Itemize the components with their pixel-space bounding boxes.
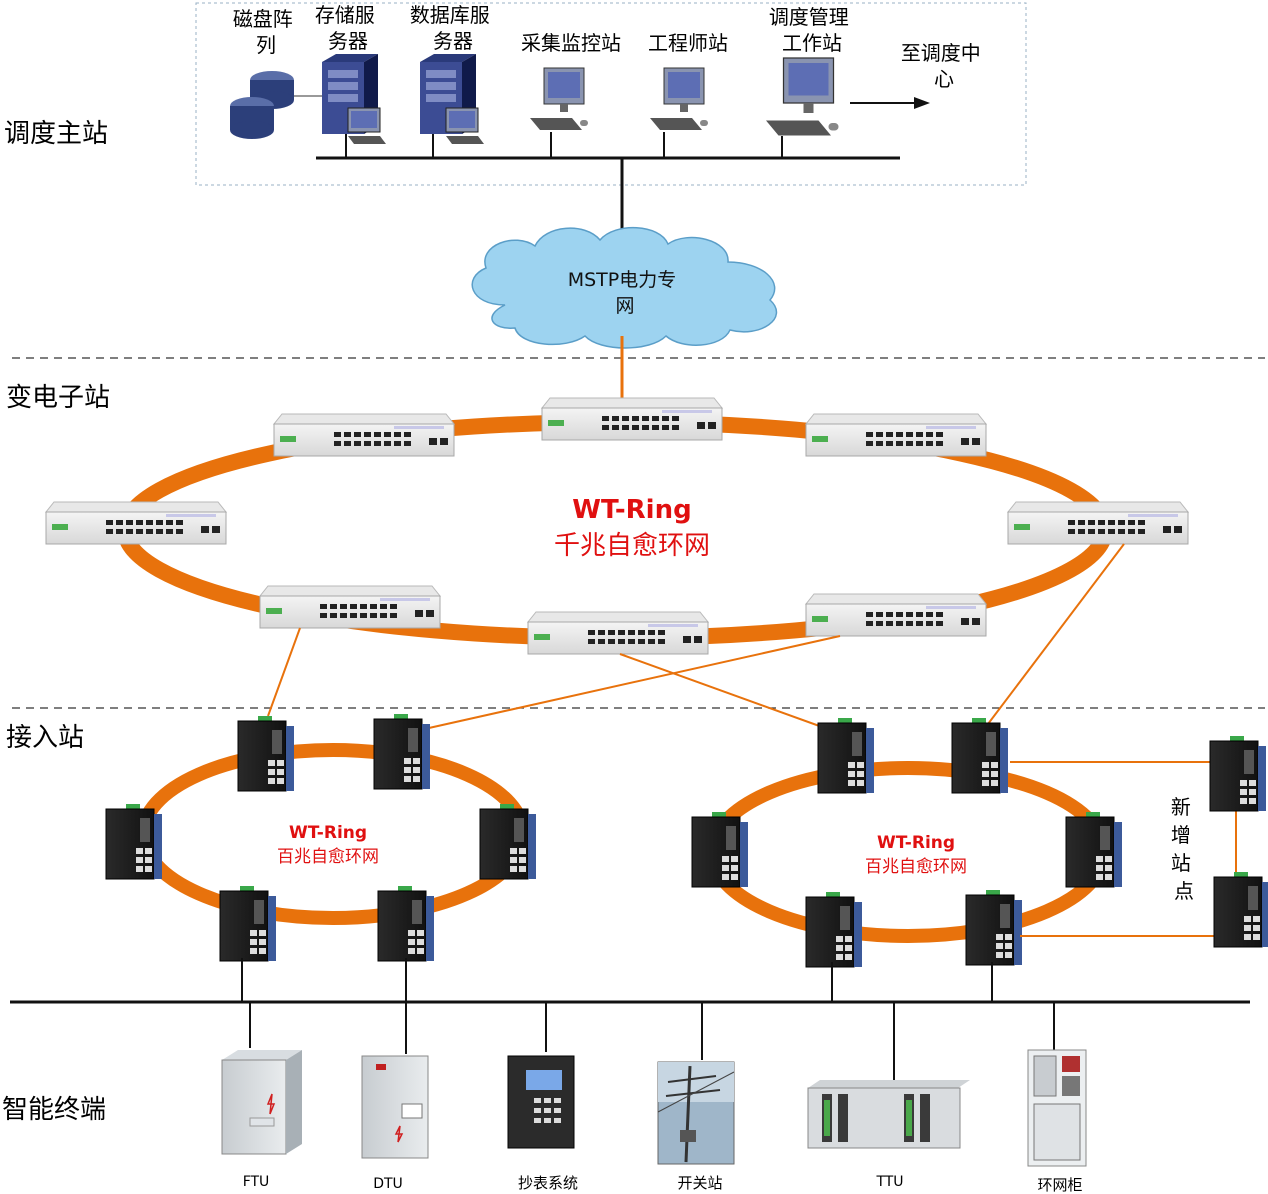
label-dtu: DTU <box>373 1176 403 1192</box>
label-ring-cabinet: 环网柜 <box>1037 1176 1082 1194</box>
new-site-switch-2 <box>1213 871 1268 948</box>
cloud-label: MSTP电力专 网 <box>568 269 683 317</box>
access-switch-r6 <box>965 889 1023 966</box>
label-ftu: FTU <box>243 1174 270 1190</box>
label-db-server: 数据库服 务器 <box>410 3 496 53</box>
meter-device-icon <box>507 1055 575 1149</box>
layer-label-substation: 变电子站 <box>6 383 110 413</box>
rack-switch-top-left <box>273 413 455 457</box>
access-switch-r1 <box>817 717 875 794</box>
access-switch-r2 <box>951 717 1009 794</box>
access-switch-l2 <box>373 713 431 790</box>
disk-array-icon <box>230 71 326 139</box>
rack-switch-bottom-right <box>805 593 987 637</box>
new-site-label: 新 增 站 点 <box>1171 795 1197 903</box>
left-ring-brand: WT-Ring <box>289 823 367 843</box>
rack-switch-bottom-left <box>259 585 441 629</box>
access-switch-r5 <box>805 891 863 968</box>
rack-switch-bottom <box>527 611 709 655</box>
bus-drops <box>241 958 1055 1080</box>
label-monitor-station: 采集监控站 <box>521 31 621 55</box>
ttu-rack-icon <box>807 1080 970 1149</box>
gigabit-ring-brand: WT-Ring <box>572 495 691 525</box>
layer-label-access: 接入站 <box>6 723 84 753</box>
label-meter-system: 抄表系统 <box>518 1174 578 1192</box>
master-station-frame <box>195 2 1027 186</box>
new-site-switch-1 <box>1209 735 1267 812</box>
label-ttu: TTU <box>875 1174 903 1190</box>
rack-switch-left <box>45 501 227 545</box>
db-server-icon <box>419 53 485 145</box>
layer-label-terminal: 智能终端 <box>2 1095 106 1125</box>
uplink-lines <box>267 543 1125 733</box>
engineer-station-icon <box>649 67 709 131</box>
access-switch-l4 <box>479 803 537 880</box>
right-ring-brand: WT-Ring <box>877 833 955 853</box>
dispatch-station-icon <box>765 57 840 137</box>
rack-switch-top <box>541 397 723 441</box>
access-switch-l3 <box>105 803 163 880</box>
label-engineer-station: 工程师站 <box>648 31 728 55</box>
new-site-lines <box>1010 761 1237 937</box>
to-center-arrow-icon <box>850 97 930 109</box>
rack-switch-top-right <box>805 413 987 457</box>
access-switch-l1 <box>237 715 295 792</box>
access-switch-r4 <box>1065 811 1123 888</box>
ring-cabinet-icon <box>1027 1049 1087 1167</box>
layer-label-master: 调度主站 <box>4 119 108 149</box>
right-ring-name: 百兆自愈环网 <box>865 857 967 877</box>
rack-switch-right <box>1007 501 1189 545</box>
label-storage-server: 存储服 务器 <box>315 3 381 53</box>
dtu-cabinet-icon <box>361 1055 429 1159</box>
storage-server-icon <box>321 53 387 145</box>
access-switch-l5 <box>219 885 277 962</box>
label-switch-station: 开关站 <box>677 1174 722 1192</box>
label-to-center: 至调度中 心 <box>901 41 987 91</box>
left-ring-name: 百兆自愈环网 <box>277 847 379 867</box>
access-switch-l6 <box>377 885 435 962</box>
ftu-cabinet-icon <box>221 1050 302 1155</box>
monitor-station-icon <box>529 67 589 131</box>
label-dispatch-station: 调度管理 工作站 <box>769 5 855 55</box>
label-disk-array: 磁盘阵 列 <box>233 7 299 57</box>
switch-station-photo <box>657 1061 735 1165</box>
mstp-cloud-icon <box>471 227 778 349</box>
gigabit-ring-name: 千兆自愈环网 <box>554 531 710 561</box>
access-switch-r3 <box>691 811 749 888</box>
